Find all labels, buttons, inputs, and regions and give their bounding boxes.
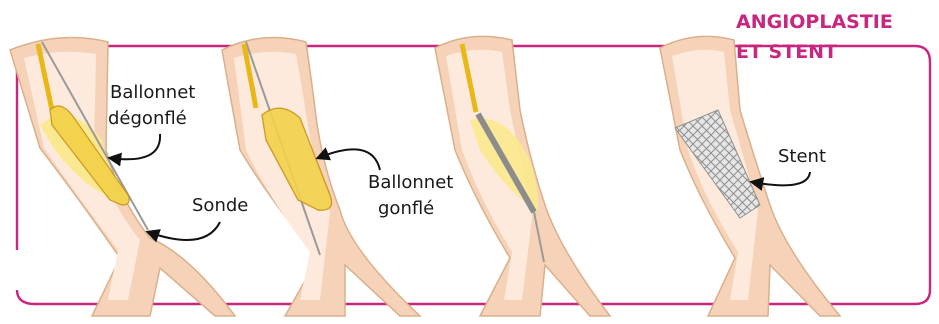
label-stent: Stent bbox=[778, 146, 826, 167]
label-balloon-deflated-line2: dégonflé bbox=[108, 108, 187, 129]
label-balloon-inflated-line2: gonflé bbox=[378, 198, 434, 219]
arrow-balloon-deflated bbox=[110, 134, 160, 159]
panel-deflated-balloon bbox=[10, 38, 235, 317]
label-balloon-inflated-line1: Ballonnet bbox=[368, 172, 453, 193]
panel-stent-on-balloon bbox=[435, 36, 610, 316]
label-sonde: Sonde bbox=[192, 195, 248, 216]
title-line2: ET STENT bbox=[736, 41, 837, 63]
label-balloon-deflated-line1: Ballonnet bbox=[110, 82, 195, 103]
arrow-balloon-inflated bbox=[318, 149, 380, 170]
panel-deployed-stent bbox=[660, 36, 840, 316]
arrow-sonde bbox=[148, 222, 220, 240]
title-line1: ANGIOPLASTIE bbox=[736, 11, 893, 33]
